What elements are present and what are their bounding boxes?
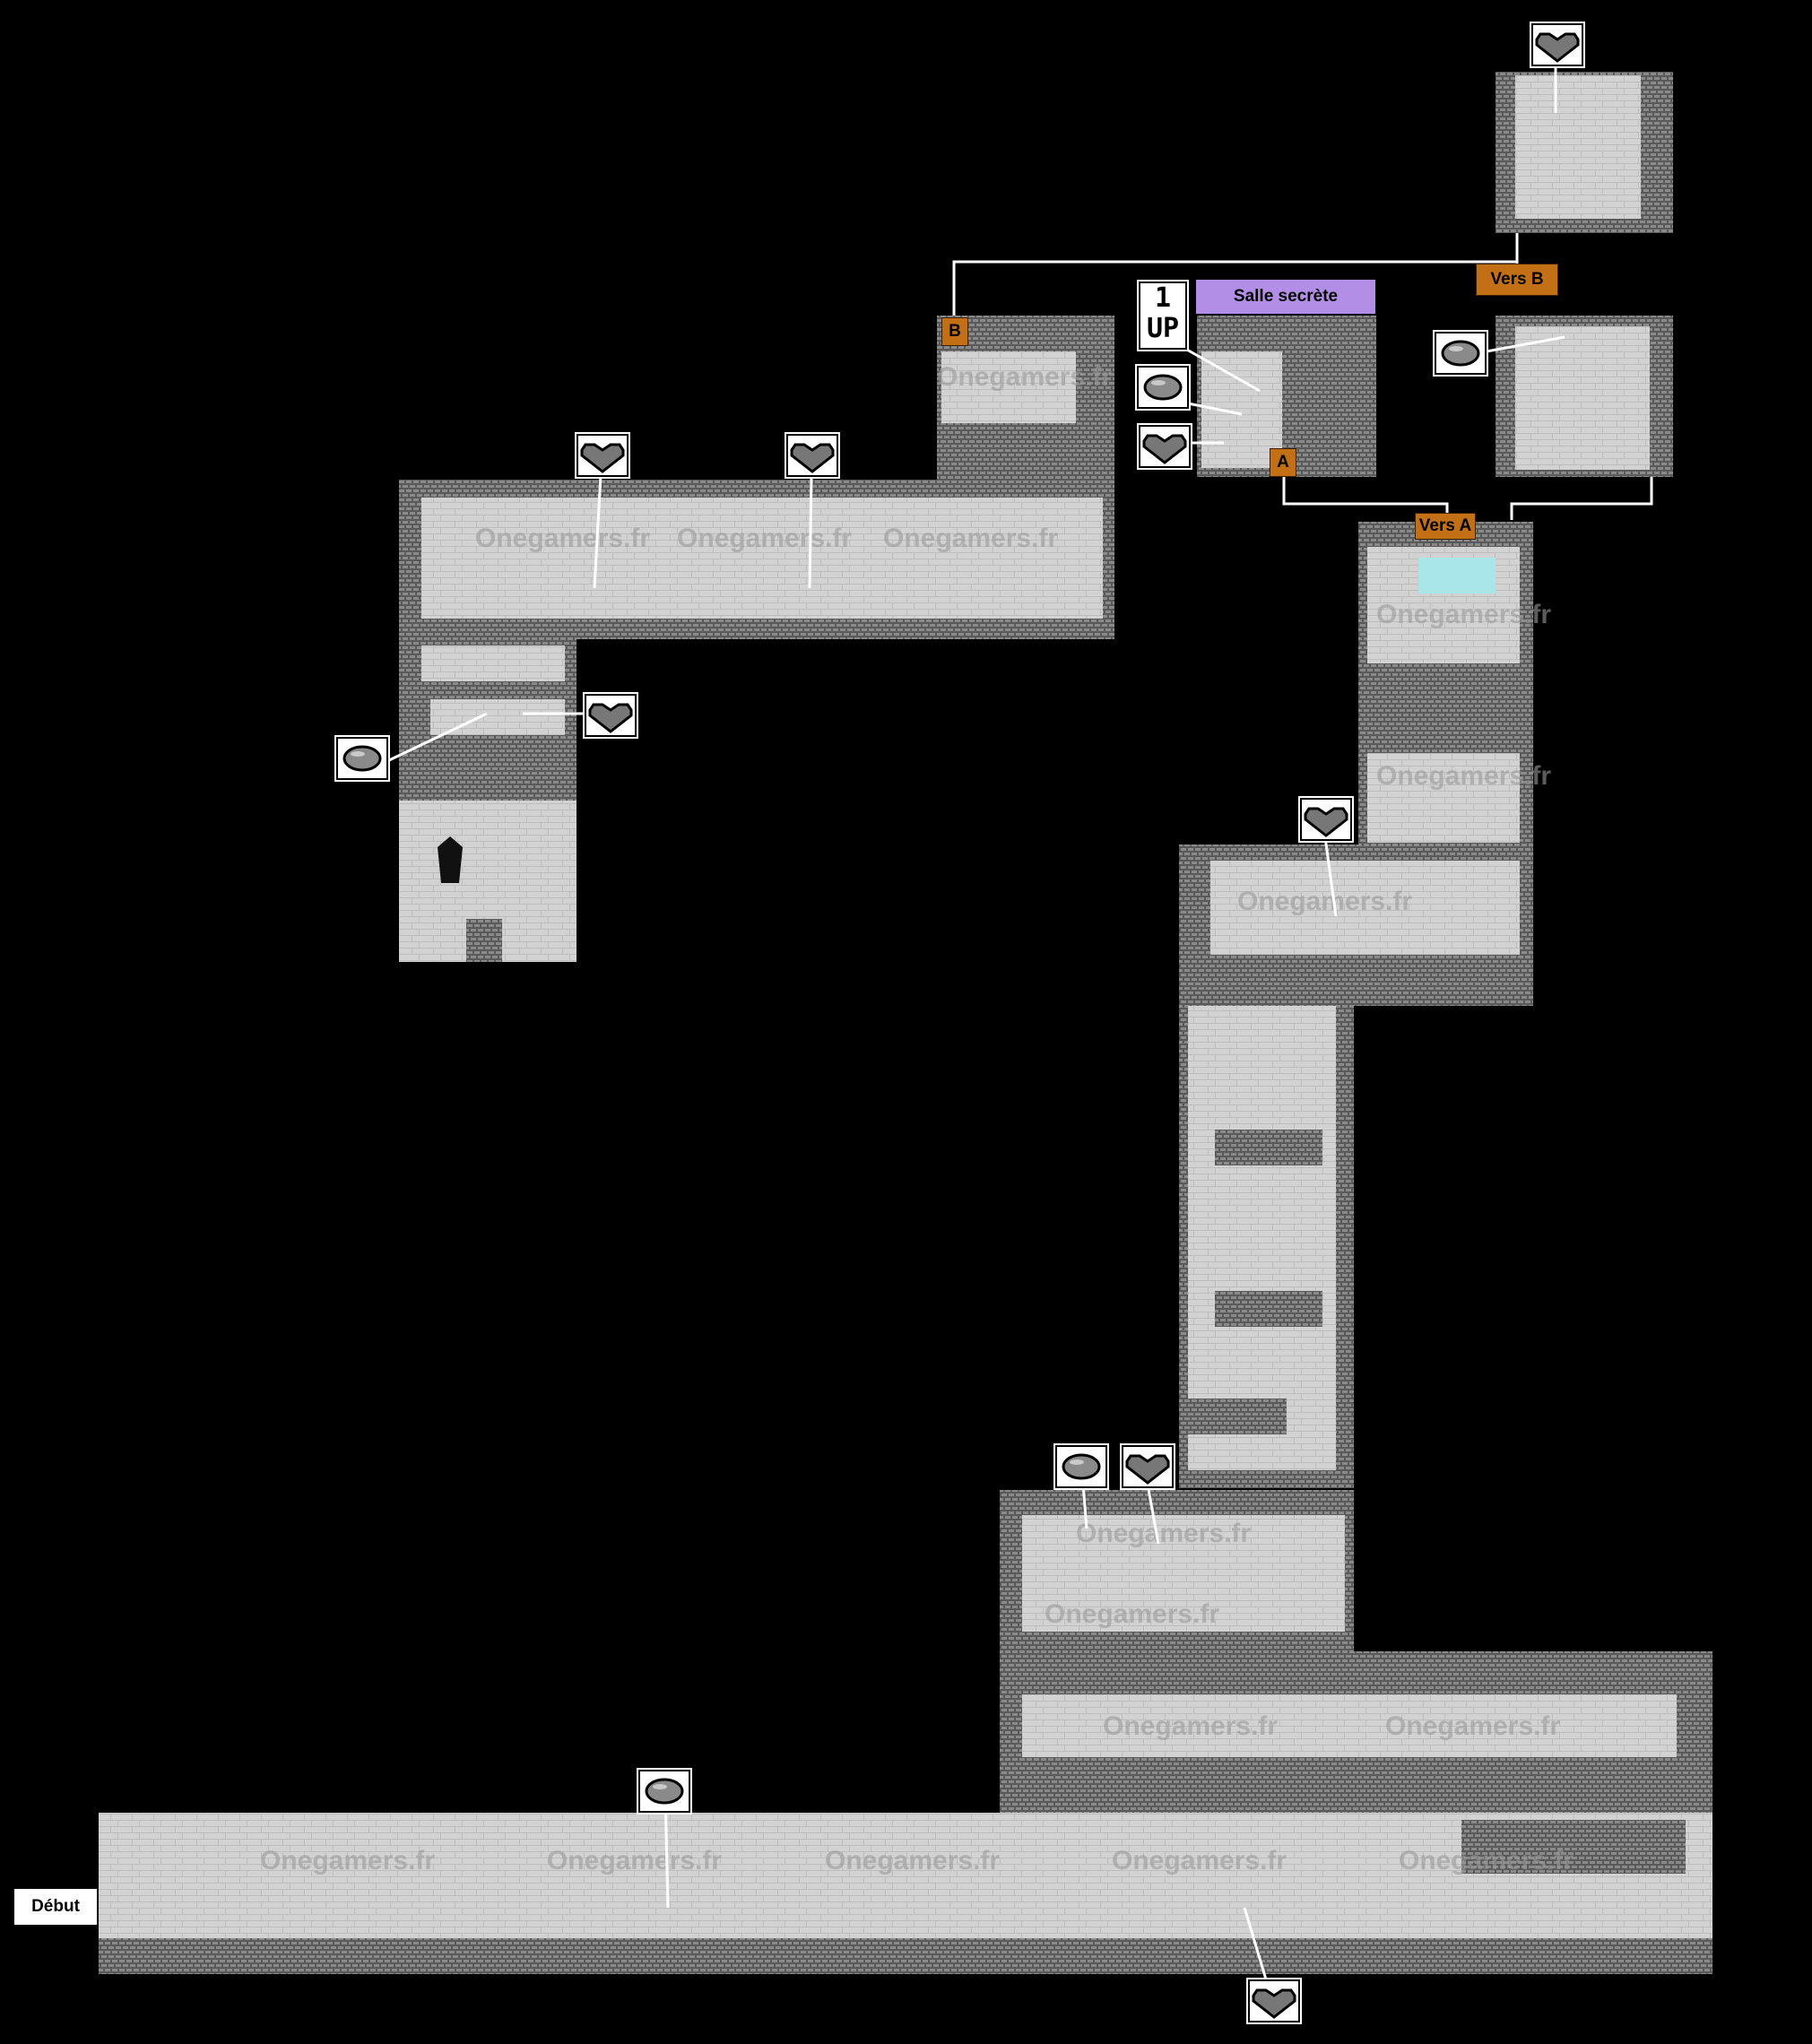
orb-icon [334, 735, 390, 782]
watermark: Onegamers.fr [1103, 1711, 1278, 1741]
one-up-top: 1 [1154, 282, 1172, 314]
room-top-right-upper [1496, 72, 1673, 233]
to-b-marker[interactable]: Vers B [1476, 264, 1558, 296]
watermark: Onegamers.fr [1399, 1846, 1574, 1875]
watermark: Onegamers.fr [1376, 761, 1551, 791]
heart-icon [1246, 1978, 1302, 2024]
heart-icon [785, 432, 840, 479]
orb-icon [1053, 1443, 1109, 1490]
heart-icon [575, 432, 630, 479]
watermark: Onegamers.fr [677, 524, 852, 553]
room-vertical-shaft [1179, 950, 1354, 1488]
room-left-corridor [399, 639, 577, 801]
room-middle-hall [1179, 844, 1533, 1006]
watermark: Onegamers.fr [1376, 600, 1551, 629]
watermark: Onegamers.fr [1237, 887, 1412, 916]
room-boss [399, 801, 577, 962]
orb-icon [1135, 364, 1191, 411]
to-a-marker[interactable]: Vers A [1415, 513, 1476, 540]
watermark: Onegamers.fr [883, 524, 1058, 553]
room-upper-hall [399, 480, 1114, 639]
watermark: Onegamers.fr [547, 1846, 722, 1875]
heart-icon [1530, 22, 1585, 68]
orb-icon [637, 1768, 692, 1814]
watermark: Onegamers.fr [260, 1846, 435, 1875]
heart-icon [1298, 796, 1354, 843]
one-up-icon: 1 UP [1137, 280, 1189, 351]
watermark: Onegamers.fr [475, 524, 650, 553]
room-top-right-lower [1496, 316, 1673, 477]
heart-icon [1137, 423, 1192, 470]
watermark: Onegamers.fr [1076, 1519, 1251, 1548]
watermark: Onegamers.fr [825, 1846, 1000, 1875]
start-label: Début [14, 1889, 97, 1925]
one-up-bottom: UP [1146, 313, 1180, 344]
watermark: Onegamers.fr [1045, 1599, 1219, 1629]
secret-room-label: Salle secrète [1196, 280, 1375, 314]
watermark: Onegamers.fr [1385, 1711, 1560, 1741]
heart-icon [583, 692, 638, 739]
heart-icon [1120, 1443, 1175, 1490]
orb-icon [1433, 330, 1488, 377]
room-lower-chamber [1000, 1490, 1354, 1651]
watermark: Onegamers.fr [937, 362, 1112, 392]
a-marker[interactable]: A [1270, 448, 1296, 477]
watermark: Onegamers.fr [1112, 1846, 1287, 1875]
room-lower-hall [1000, 1651, 1712, 1813]
b-marker[interactable]: B [941, 317, 968, 346]
room-tower-a [1358, 522, 1533, 844]
